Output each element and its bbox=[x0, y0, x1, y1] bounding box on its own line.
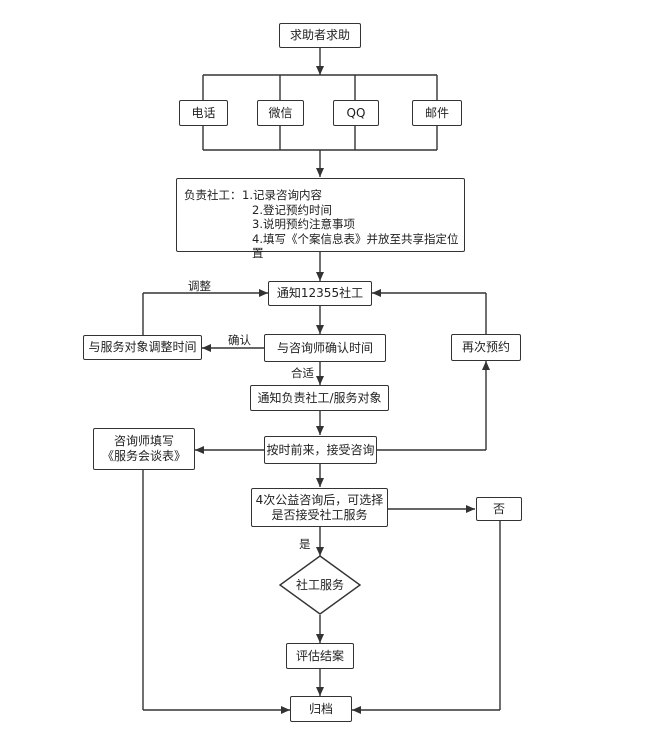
suitable-edge-label: 合适 bbox=[291, 366, 314, 380]
worker-item-4: 4.填写《个案信息表》并放至共享指定位置 bbox=[252, 231, 459, 261]
wechat-node: 微信 bbox=[257, 100, 304, 126]
wechat-label: 微信 bbox=[268, 105, 293, 120]
qq-label: QQ bbox=[346, 105, 366, 120]
notify-12355-node: 通知12355社工 bbox=[268, 281, 372, 306]
on-time-label: 按时前来，接受咨询 bbox=[266, 442, 375, 457]
confirm-time-node: 与咨询师确认时间 bbox=[264, 334, 386, 362]
evaluate-label: 评估结案 bbox=[295, 648, 344, 663]
no-node: 否 bbox=[476, 497, 522, 521]
notify-12355-label: 通知12355社工 bbox=[276, 286, 364, 300]
worker-duties-node: 负责社工： 1.记录咨询内容 2.登记预约时间 3.说明预约注意事项 4.填写《… bbox=[176, 178, 465, 260]
phone-node: 电话 bbox=[179, 100, 228, 126]
counselor-fill-line-1: 咨询师填写 bbox=[113, 434, 174, 448]
social-service-label: 社工服务 bbox=[295, 578, 344, 592]
choose-line-2: 是否接受社工服务 bbox=[271, 507, 368, 522]
rebook-node: 再次预约 bbox=[451, 334, 521, 361]
choose-line-1: 4次公益咨询后，可选择 bbox=[255, 492, 384, 507]
adjust-time-label: 与服务对象调整时间 bbox=[88, 340, 197, 354]
counselor-fill-node: 咨询师填写 《服务会谈表》 bbox=[93, 428, 195, 470]
adjust-edge-label: 调整 bbox=[188, 279, 211, 293]
mail-label: 邮件 bbox=[424, 105, 449, 120]
qq-node: QQ bbox=[333, 100, 379, 126]
choose-service-node: 4次公益咨询后，可选择 是否接受社工服务 bbox=[251, 488, 388, 527]
social-service-node: 社工服务 bbox=[280, 571, 360, 599]
worker-items-list: 1.记录咨询内容 2.登记预约时间 3.说明预约注意事项 4.填写《个案信息表》… bbox=[242, 188, 464, 261]
archive-node: 归档 bbox=[290, 696, 352, 722]
worker-item-1: 1.记录咨询内容 bbox=[242, 188, 322, 202]
confirm-edge-label: 确认 bbox=[228, 333, 251, 347]
archive-label: 归档 bbox=[308, 701, 333, 716]
confirm-time-label: 与咨询师确认时间 bbox=[276, 340, 373, 355]
worker-title: 负责社工： bbox=[184, 188, 242, 202]
worker-item-3: 3.说明预约注意事项 bbox=[252, 217, 355, 231]
counselor-fill-line-2: 《服务会谈表》 bbox=[101, 449, 186, 463]
adjust-time-node: 与服务对象调整时间 bbox=[83, 335, 202, 360]
notify-worker-label: 通知负责社工/服务对象 bbox=[257, 390, 382, 405]
yes-edge-label: 是 bbox=[299, 537, 311, 551]
rebook-label: 再次预约 bbox=[461, 340, 510, 354]
evaluate-node: 评估结案 bbox=[286, 643, 354, 669]
worker-item-2: 2.登记预约时间 bbox=[252, 202, 332, 217]
seek-help-node: 求助者求助 bbox=[279, 23, 361, 48]
on-time-node: 按时前来，接受咨询 bbox=[264, 436, 377, 464]
no-label: 否 bbox=[492, 501, 505, 516]
notify-worker-node: 通知负责社工/服务对象 bbox=[250, 385, 389, 411]
mail-node: 邮件 bbox=[412, 100, 462, 126]
phone-label: 电话 bbox=[191, 105, 216, 120]
seek-help-label: 求助者求助 bbox=[289, 28, 350, 42]
